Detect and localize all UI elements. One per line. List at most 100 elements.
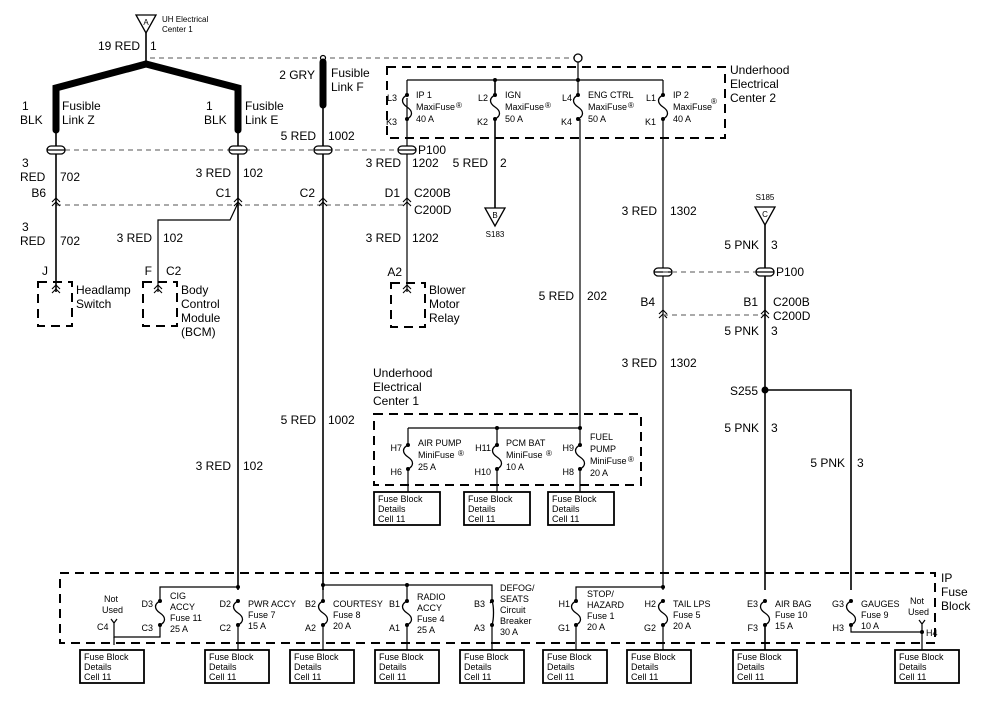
fuse-icon bbox=[572, 92, 584, 122]
pin-label: F bbox=[145, 264, 152, 278]
svg-text:®: ® bbox=[628, 101, 634, 110]
fuse-block-ref-box[interactable]: Fuse Block Details Cell 11 bbox=[204, 649, 270, 684]
fuse-block-ref-box[interactable]: Fuse Block Details Cell 11 bbox=[626, 649, 692, 684]
splice-label: S255 bbox=[730, 384, 758, 398]
fuse-label: TAIL LPS bbox=[673, 599, 711, 609]
component-label-3: Module bbox=[181, 311, 221, 325]
splice-letter: B bbox=[492, 211, 497, 220]
ref-line-2: Details bbox=[468, 504, 496, 514]
fuse-label-3: Fuse 11 bbox=[170, 613, 202, 623]
not-used-label-2: Used bbox=[102, 605, 123, 615]
component-label-2: Control bbox=[181, 297, 220, 311]
circuit-number: 702 bbox=[60, 234, 80, 248]
fuse-name: FUEL bbox=[590, 432, 613, 442]
circuit-number: 1 bbox=[150, 39, 157, 53]
ref-line-2: Details bbox=[547, 662, 575, 672]
ref-line-2: Details bbox=[379, 662, 407, 672]
uhec1-title-2: Electrical bbox=[373, 380, 422, 394]
fuse-label: RADIO bbox=[417, 592, 446, 602]
circuit-number: 102 bbox=[163, 231, 183, 245]
ref-line: Fuse Block bbox=[737, 652, 782, 662]
circuit-702: 3 RED 702 B6 3 RED 702 J bbox=[20, 130, 80, 294]
wire-label: 3 RED bbox=[117, 231, 153, 245]
ref-line: Fuse Block bbox=[378, 494, 423, 504]
svg-text:®: ® bbox=[545, 101, 551, 110]
fuse-name: IGN bbox=[505, 90, 521, 100]
circuit-number: 3 bbox=[771, 421, 778, 435]
ref-line: Fuse Block bbox=[84, 652, 129, 662]
wire-label: 5 RED bbox=[539, 289, 575, 303]
fuse-rating: 20 A bbox=[587, 622, 605, 632]
fl-gauge-color: 2 GRY bbox=[279, 68, 315, 82]
pin-label: D2 bbox=[219, 599, 231, 609]
fl-label-2: Link Z bbox=[62, 113, 95, 127]
circuit-number: 202 bbox=[587, 289, 607, 303]
fuse-block-ref-box[interactable]: Fuse Block Details Cell 11 bbox=[547, 491, 615, 526]
fuse-block-ref-box[interactable]: Fuse Block Details Cell 11 bbox=[79, 649, 145, 684]
fuse-block-ref-box[interactable]: Fuse Block Details Cell 11 bbox=[732, 649, 798, 684]
fuse-block-ref-box[interactable]: Fuse Block Details Cell 11 bbox=[374, 649, 440, 684]
pin-label: G1 bbox=[558, 623, 570, 633]
splice-ref-triangle-icon bbox=[134, 14, 158, 35]
circuit-number: 2 bbox=[500, 156, 507, 170]
fuse-block-ref-box[interactable]: Fuse Block Details Cell 11 bbox=[373, 491, 441, 526]
uhec1-title-3: Center 1 bbox=[373, 394, 419, 408]
ref-line-2: Details bbox=[294, 662, 322, 672]
fuse-block-ref-box[interactable]: Fuse Block Details Cell 11 bbox=[289, 649, 355, 684]
ref-line: Fuse Block bbox=[552, 494, 597, 504]
underhood-electrical-center-1: Underhood Electrical Center 1 H7 H6 AIR … bbox=[373, 366, 642, 492]
fuse-block-ref-box[interactable]: Fuse Block Details Cell 11 bbox=[894, 649, 960, 684]
ref-line-2: Details bbox=[737, 662, 765, 672]
fuse-block-ref-box[interactable]: Fuse Block Details Cell 11 bbox=[459, 649, 525, 684]
fuse-label-2: SEATS bbox=[500, 594, 529, 604]
connector-label: C200D bbox=[414, 203, 452, 217]
fuse-block-ref-box[interactable]: Fuse Block Details Cell 11 bbox=[463, 491, 531, 526]
fl-gauge: 1 bbox=[206, 99, 213, 113]
pin-label: H7 bbox=[390, 443, 402, 453]
ref-line-3: Cell 11 bbox=[84, 672, 111, 682]
fuse-label-3: Fuse 1 bbox=[587, 611, 615, 621]
wire-gauge: 3 bbox=[22, 220, 29, 234]
component-label: Body bbox=[181, 283, 208, 297]
pin-label: F3 bbox=[747, 623, 758, 633]
circuit-number: 1202 bbox=[412, 231, 439, 245]
bus-terminal-icon bbox=[573, 53, 583, 63]
uhec1-title: Underhood bbox=[373, 366, 432, 380]
wire-label: 19 RED bbox=[98, 39, 140, 53]
pin-label: E3 bbox=[747, 599, 758, 609]
fuse-type: MaxiFuse bbox=[416, 102, 455, 112]
splice-triangle-icon bbox=[483, 207, 507, 228]
fuse-rating: 10 A bbox=[506, 462, 524, 472]
circuit-2: 5 RED 2 B S183 bbox=[453, 119, 507, 239]
pin-label: C4 bbox=[97, 622, 109, 632]
pin-label: G2 bbox=[644, 623, 656, 633]
pin-label: C1 bbox=[216, 186, 232, 200]
pin-label: H1 bbox=[558, 599, 570, 609]
ref-line-2: Details bbox=[552, 504, 580, 514]
pin-label: L4 bbox=[562, 93, 572, 103]
fuse-rating: 20 A bbox=[673, 621, 691, 631]
wire-label: 5 RED bbox=[281, 129, 317, 143]
ref-line-2: Details bbox=[464, 662, 492, 672]
pin-label: H4 bbox=[926, 628, 938, 638]
fuse-rating: 50 A bbox=[505, 114, 523, 124]
ref-line-2: Details bbox=[209, 662, 237, 672]
circuit-number: 3 bbox=[857, 456, 864, 470]
circuit-3: S185 C 5 PNK 3 P100 B1 C200B C200D 5 PNK… bbox=[724, 193, 864, 590]
fuse-name: PCM BAT bbox=[506, 438, 546, 448]
fuse-label: COURTESY bbox=[333, 599, 383, 609]
fuse-type: MaxiFuse bbox=[505, 102, 544, 112]
pin-label: H11 bbox=[475, 443, 491, 453]
splice-label: S185 bbox=[756, 193, 775, 202]
pin-label: K2 bbox=[477, 117, 488, 127]
ref-line-2: Details bbox=[899, 662, 927, 672]
fuse-name: AIR PUMP bbox=[418, 438, 462, 448]
splice-triangle-icon bbox=[753, 206, 777, 227]
pin-label: B4 bbox=[640, 295, 655, 309]
fuse-block-ref-box[interactable]: Fuse Block Details Cell 11 bbox=[542, 649, 608, 684]
not-used-label-2: Used bbox=[908, 607, 929, 617]
ref-line: Fuse Block bbox=[631, 652, 676, 662]
wire-label: 3 RED bbox=[196, 459, 232, 473]
fl-label: Fusible bbox=[331, 66, 370, 80]
fuse-name: ENG CTRL bbox=[588, 90, 634, 100]
